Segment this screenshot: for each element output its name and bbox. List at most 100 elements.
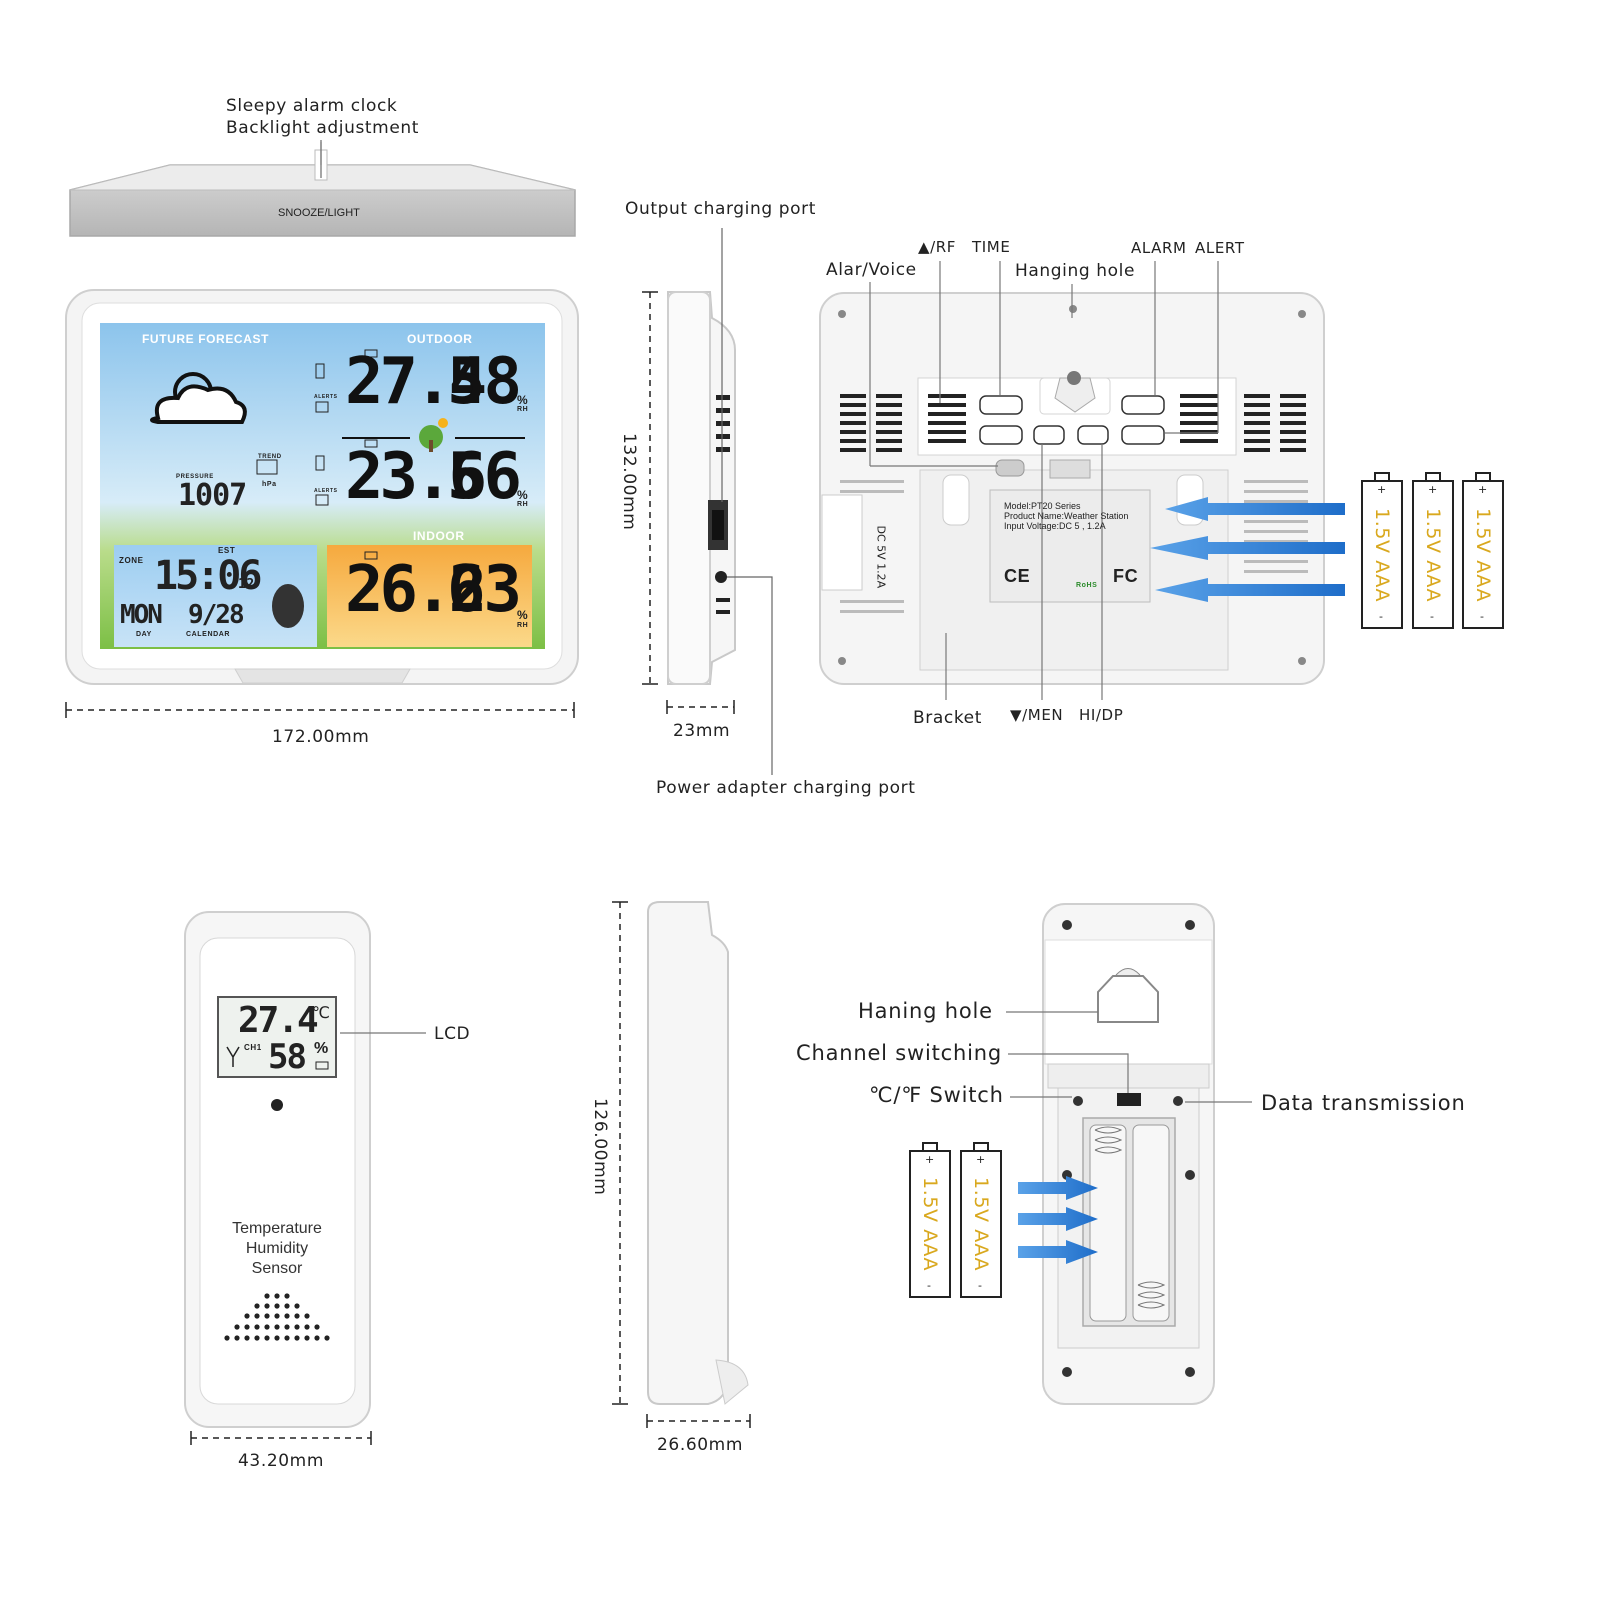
speaker-dot xyxy=(294,1303,300,1309)
alert-label: ALERT xyxy=(1195,239,1245,257)
second-temp: 23.6 xyxy=(345,440,487,514)
channel-switching-label: Channel switching xyxy=(796,1041,1003,1065)
battery-top-1-plus: + xyxy=(1377,483,1387,496)
speaker-dot xyxy=(264,1303,270,1309)
speaker-dot xyxy=(274,1303,280,1309)
speaker-dot xyxy=(244,1324,250,1330)
cf-switch-label: ℃/℉ Switch xyxy=(869,1083,1004,1107)
speaker-dot xyxy=(274,1313,280,1319)
outdoor-humidity: 58 xyxy=(447,345,522,419)
ce-mark: CE xyxy=(1004,566,1031,586)
sensor-pct: % xyxy=(314,1040,329,1057)
alarm-label: ALARM xyxy=(1131,239,1187,257)
sensor-back-leaders xyxy=(1006,1011,1252,1103)
dim-height-sensor: 126.00mm xyxy=(590,1098,610,1196)
pressure-label: PRESSURE xyxy=(176,474,214,480)
top-label-line2: Backlight adjustment xyxy=(226,118,420,138)
sensor-humidity: 58 xyxy=(268,1037,307,1077)
dim-depth-sensor: 26.60mm xyxy=(657,1435,743,1455)
dim-height-main: 132.00mm xyxy=(619,433,639,531)
battery-top-2-text: 1.5V AAA xyxy=(1422,508,1444,603)
alerts-label-2: ALERTS xyxy=(314,488,338,494)
dc-label: DC 5V 1.2A xyxy=(874,525,888,589)
speaker-dot xyxy=(284,1335,290,1341)
speaker-dot xyxy=(304,1335,310,1341)
outdoor-title: OUTDOOR xyxy=(407,332,473,346)
rh-3: RH xyxy=(517,622,529,629)
nameplate-model: Model:PT20 Series xyxy=(1004,501,1081,511)
rh-2: RH xyxy=(517,501,529,508)
forecast-title: FUTURE FORECAST xyxy=(142,332,269,346)
second-humidity: 56 xyxy=(447,440,522,514)
battery-top-3-plus: + xyxy=(1478,483,1488,496)
speaker-dot xyxy=(294,1324,300,1330)
battery-bottom-2-minus: - xyxy=(978,1279,983,1292)
battery-top-1-text: 1.5V AAA xyxy=(1371,508,1393,603)
dim-depth-main: 23mm xyxy=(673,721,731,741)
dimension-depth-main xyxy=(666,700,735,714)
speaker-dot xyxy=(314,1324,320,1330)
bracket-label: Bracket xyxy=(913,708,982,728)
dimension-width-sensor xyxy=(190,1431,372,1445)
sensor-battery-arrows xyxy=(1018,1176,1098,1264)
main-unit-front xyxy=(65,289,579,685)
sensor-back xyxy=(1042,903,1215,1405)
back-leader-lines xyxy=(869,261,1219,700)
pressure-value: 1007 xyxy=(178,478,247,513)
nameplate-product: Product Name:Weather Station xyxy=(1004,511,1129,521)
zone-label: ZONE xyxy=(119,556,144,565)
speaker-dot xyxy=(234,1335,240,1341)
dim-width-main: 172.00mm xyxy=(272,727,370,747)
main-unit-side-view xyxy=(667,228,773,775)
sensor-line3: Sensor xyxy=(251,1260,303,1277)
calendar-label: CALENDAR xyxy=(186,631,231,638)
speaker-dot xyxy=(264,1335,270,1341)
sensor-line2: Humidity xyxy=(245,1240,309,1257)
hi-dp-label: HI/DP xyxy=(1079,706,1124,724)
battery-top-3-text: 1.5V AAA xyxy=(1472,508,1494,603)
weekday: MON xyxy=(120,600,163,630)
speaker-dot xyxy=(294,1335,300,1341)
indoor-temp: 26.2 xyxy=(345,553,487,627)
up-rf-label: ▲/RF xyxy=(918,238,957,256)
dimension-width-main xyxy=(65,702,575,718)
rh-1: RH xyxy=(517,406,529,413)
sensor-line1: Temperature xyxy=(232,1220,322,1237)
data-transmission-label: Data transmission xyxy=(1261,1091,1466,1115)
speaker-dot xyxy=(244,1313,250,1319)
dim-width-sensor: 43.20mm xyxy=(238,1451,324,1471)
dimension-height-main xyxy=(642,291,658,685)
speaker-dot xyxy=(274,1335,280,1341)
speaker-dot xyxy=(224,1335,230,1341)
haning-hole-label: Haning hole xyxy=(858,999,993,1023)
battery-top-1-minus: - xyxy=(1379,610,1384,623)
speaker-dot xyxy=(324,1335,330,1341)
fc-mark: FC xyxy=(1113,566,1139,586)
sensor-front xyxy=(184,911,371,1428)
clock-time: 15:06 xyxy=(154,553,262,599)
battery-group-top xyxy=(1361,472,1504,629)
battery-top-2-plus: + xyxy=(1428,483,1438,496)
sensor-channel: CH1 xyxy=(244,1043,262,1052)
pct-1: % xyxy=(517,393,529,407)
dimension-depth-sensor xyxy=(646,1414,751,1428)
battery-top-2-minus: - xyxy=(1430,610,1435,623)
speaker-dot xyxy=(264,1324,270,1330)
snooze-light-button[interactable]: SNOOZE/LIGHT xyxy=(278,207,360,219)
lcd-label: LCD xyxy=(434,1024,471,1044)
clock-seconds: 12 xyxy=(238,577,255,592)
battery-bottom-1-plus: + xyxy=(925,1153,935,1166)
speaker-dot xyxy=(284,1313,290,1319)
alerts-label-1: ALERTS xyxy=(314,394,338,400)
main-unit-back xyxy=(819,292,1325,685)
speaker-dot xyxy=(254,1303,260,1309)
battery-top-3-minus: - xyxy=(1480,610,1485,623)
sensor-speaker-dots xyxy=(224,1293,330,1341)
battery-group-bottom xyxy=(909,1142,1002,1298)
speaker-dot xyxy=(254,1313,260,1319)
battery-bottom-1-text: 1.5V AAA xyxy=(919,1177,941,1272)
main-unit-top-view xyxy=(69,140,576,237)
speaker-dot xyxy=(264,1313,270,1319)
hanging-hole-label: Hanging hole xyxy=(1015,261,1136,281)
